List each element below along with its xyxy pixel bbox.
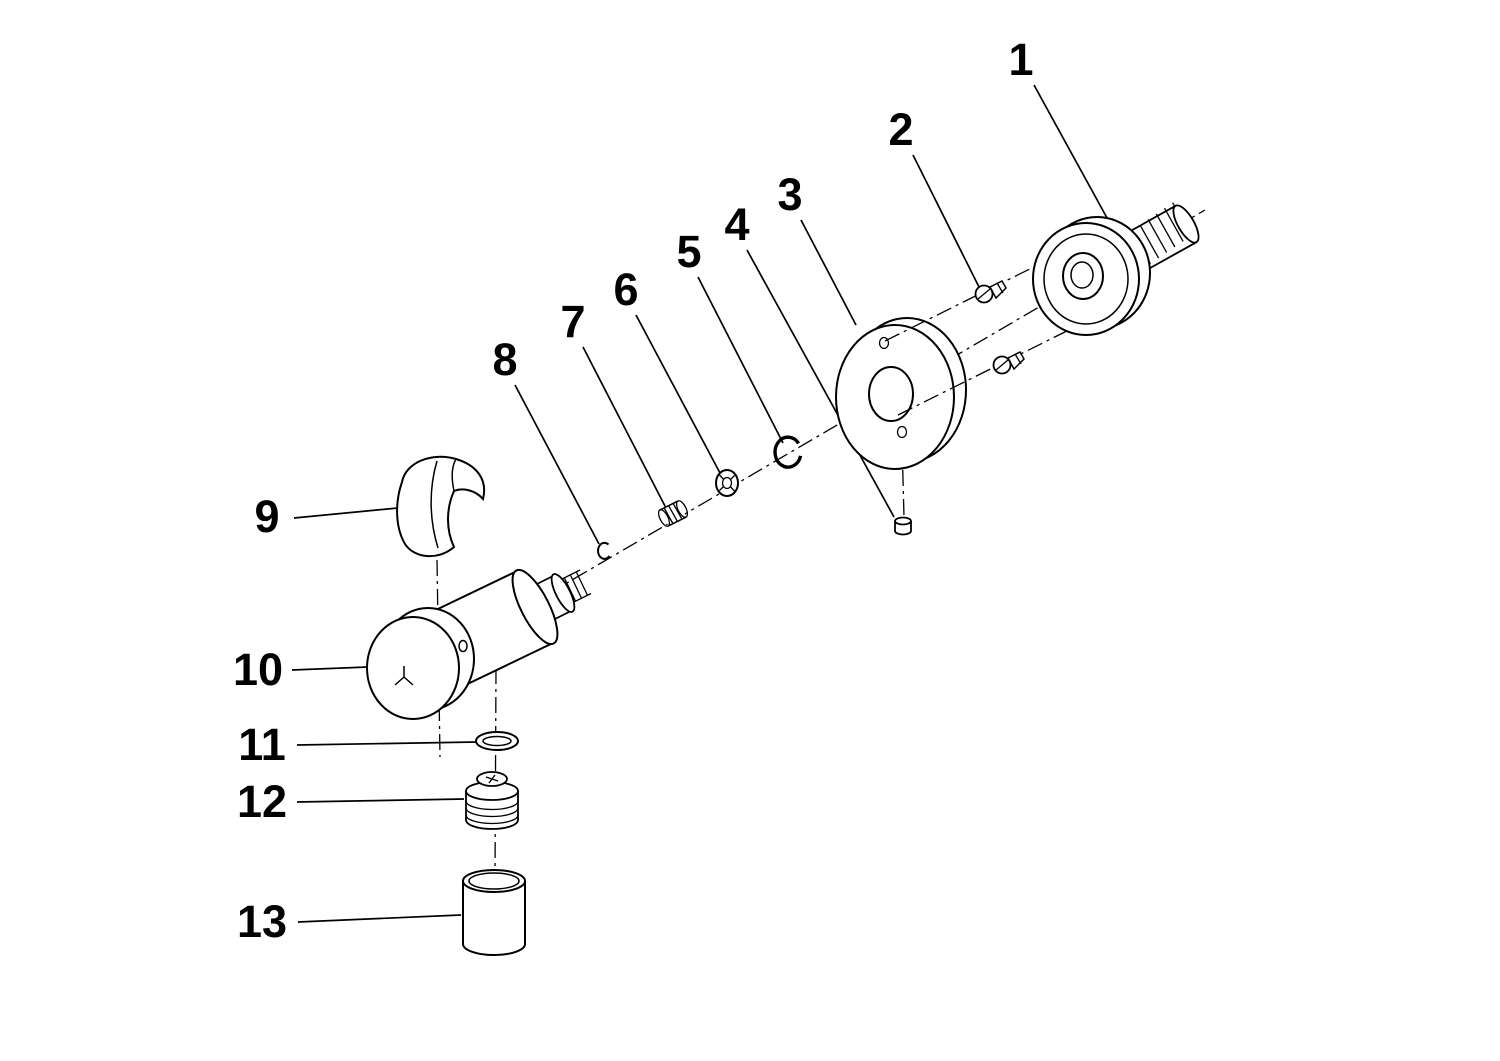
callout-4: 4 [724, 199, 895, 518]
part-2-screws [974, 280, 1025, 375]
screw-center-lines [884, 238, 1106, 416]
part-13-sleeve [462, 869, 526, 956]
callout-13-number: 13 [237, 896, 287, 947]
part-10-valve-body [366, 568, 592, 720]
callout-13: 13 [237, 896, 462, 947]
callout-12-number: 12 [237, 776, 287, 827]
callout-11-number: 11 [238, 719, 286, 770]
callout-2: 2 [888, 104, 980, 288]
part-11-o-ring [475, 731, 519, 751]
callout-11: 11 [238, 719, 477, 770]
part-7-spring [657, 500, 689, 527]
part-8-clip [597, 541, 611, 560]
callout-7-number: 7 [560, 296, 585, 347]
callouts: 1 2 3 4 5 6 7 8 [233, 34, 1113, 947]
part-5-snap-ring [773, 435, 803, 469]
part-4-plug [894, 516, 912, 536]
callout-5: 5 [676, 226, 784, 444]
callout-7: 7 [560, 296, 667, 509]
callout-12: 12 [237, 776, 465, 827]
callout-10-number: 10 [233, 644, 283, 695]
callout-4-number: 4 [724, 199, 749, 250]
callout-8-number: 8 [492, 334, 517, 385]
part-9-wall-bracket [396, 455, 486, 557]
callout-5-number: 5 [676, 226, 701, 277]
callout-3-number: 3 [777, 169, 802, 220]
part-12-adapter [465, 771, 519, 830]
callout-9-number: 9 [254, 491, 279, 542]
callout-9: 9 [254, 491, 399, 542]
callout-8: 8 [492, 334, 600, 545]
part-6-valve-cartridge [715, 469, 739, 497]
callout-10: 10 [233, 644, 369, 695]
part-3-escutcheon [835, 317, 967, 470]
part-1-threaded-union [1032, 202, 1200, 336]
callout-6: 6 [613, 264, 721, 474]
callout-1: 1 [1008, 34, 1113, 228]
callout-1-number: 1 [1008, 34, 1033, 85]
callout-2-number: 2 [888, 104, 913, 155]
callout-3: 3 [777, 169, 857, 326]
callout-6-number: 6 [613, 264, 638, 315]
